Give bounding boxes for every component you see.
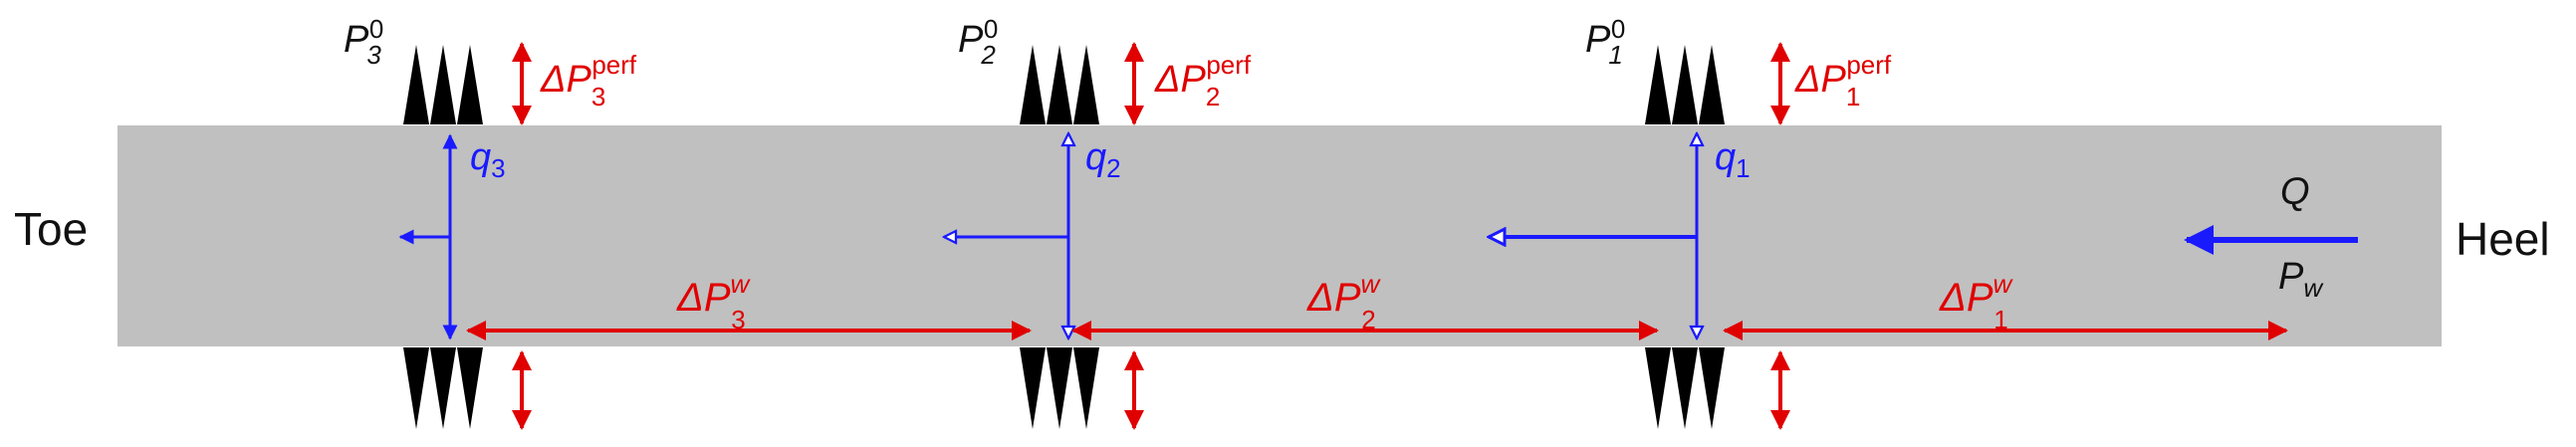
dp-perf-label-3: ΔP3perf: [540, 50, 637, 112]
perforation-bottom-teeth: [1645, 347, 1725, 429]
q-label-1: q1: [1715, 136, 1751, 183]
perforation-3: P30 ΔP3perf q3: [344, 14, 637, 430]
perforation-bottom-teeth: [1020, 347, 1099, 429]
wellbore-pipe: [117, 125, 2442, 346]
q-label-2: q2: [1085, 136, 1121, 183]
perforation-2: P20 ΔP2perf q2: [944, 14, 1252, 430]
p0-label-3: P30: [344, 14, 383, 70]
dp-perf-label-2: ΔP2perf: [1154, 50, 1252, 112]
perforation-bottom-teeth: [403, 347, 483, 429]
perforation-top-teeth: [1645, 45, 1725, 124]
heel-label: Heel: [2456, 213, 2550, 265]
toe-label: Toe: [14, 203, 88, 255]
p0-label-2: P20: [958, 14, 998, 70]
inflow-q-label: Q: [2280, 171, 2310, 213]
perforation-top-teeth: [403, 45, 483, 124]
perforation-1: P10 ΔP1perf q1: [1489, 14, 1892, 430]
p0-label-1: P10: [1585, 14, 1625, 70]
inflow-pw-label: Pw: [2278, 256, 2324, 303]
perforation-top-teeth: [1020, 45, 1099, 124]
q-label-3: q3: [470, 136, 506, 183]
dp-perf-label-1: ΔP1perf: [1794, 50, 1892, 112]
